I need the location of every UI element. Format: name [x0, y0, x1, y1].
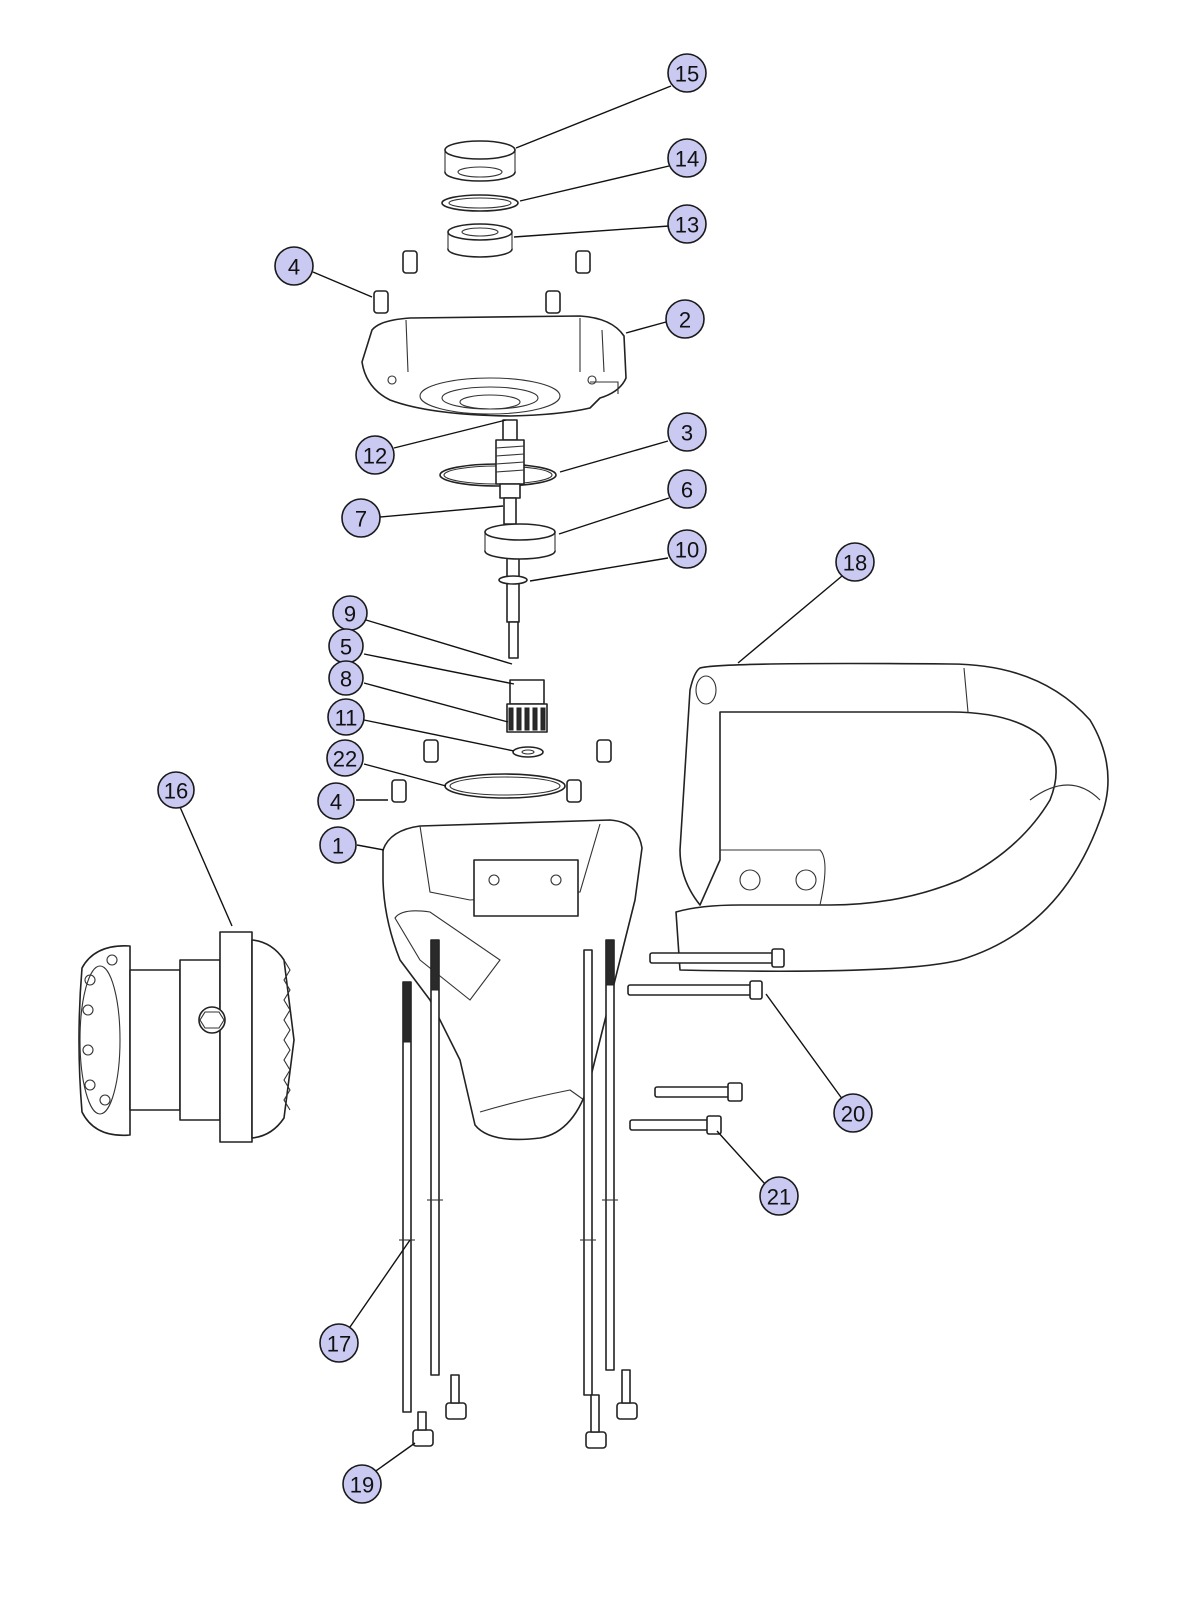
- callout-1: 1: [319, 826, 357, 864]
- callout-8: 8: [328, 660, 364, 696]
- part-handle-18: [675, 662, 1109, 973]
- svg-text:10: 10: [675, 538, 699, 563]
- callout-11: 11: [327, 698, 365, 736]
- part-sleeve-5: [509, 679, 545, 705]
- callout-19: 19: [342, 1464, 382, 1504]
- svg-text:17: 17: [327, 1332, 351, 1357]
- part-bolts-20: [627, 948, 785, 1000]
- svg-text:8: 8: [340, 667, 352, 692]
- leader-6: [558, 497, 670, 535]
- callout-20: 20: [833, 1093, 873, 1133]
- part-bolt-heads-19: [412, 1369, 638, 1449]
- callout-15: 15: [667, 53, 707, 93]
- leader-12: [393, 419, 507, 449]
- leader-lines: [179, 85, 844, 1474]
- part-dowel-pins-lower: [391, 739, 612, 803]
- leader-15: [515, 85, 672, 149]
- callout-6: 6: [667, 469, 707, 509]
- leader-9: [365, 619, 513, 665]
- svg-text:13: 13: [675, 213, 699, 238]
- callout-12: 12: [355, 435, 395, 475]
- callout-16: 16: [157, 771, 195, 809]
- svg-text:18: 18: [843, 551, 867, 576]
- part-bearing-6: [484, 523, 556, 560]
- leader-1: [356, 844, 385, 851]
- svg-text:11: 11: [335, 706, 358, 731]
- leader-10: [529, 557, 669, 582]
- leader-7: [379, 505, 504, 518]
- callout-9: 9: [332, 595, 368, 631]
- callout-4-lower: 4: [317, 782, 355, 820]
- part-snap-ring-10: [498, 575, 528, 585]
- part-drive-shaft: [495, 419, 525, 659]
- svg-text:2: 2: [679, 308, 691, 333]
- svg-text:19: 19: [350, 1473, 374, 1498]
- part-housing-cover-2: [361, 315, 627, 417]
- svg-text:15: 15: [675, 62, 699, 87]
- svg-text:1: 1: [332, 834, 344, 859]
- leader-18: [737, 575, 843, 664]
- leader-11: [363, 719, 515, 752]
- callout-21: 21: [759, 1176, 799, 1216]
- svg-text:9: 9: [344, 602, 356, 627]
- svg-text:16: 16: [164, 779, 188, 804]
- leader-17: [349, 1239, 411, 1328]
- svg-text:4: 4: [288, 255, 300, 280]
- leader-16: [179, 806, 233, 927]
- part-tie-rods-17: [399, 939, 618, 1413]
- leader-21: [716, 1130, 766, 1185]
- callout-4-upper: 4: [274, 246, 314, 286]
- leader-5: [363, 653, 515, 685]
- svg-text:22: 22: [333, 747, 357, 772]
- callout-14: 14: [667, 138, 707, 178]
- callout-17: 17: [319, 1323, 359, 1363]
- part-dowel-pins-upper: [373, 250, 591, 314]
- leader-3: [559, 440, 669, 473]
- part-motor-assembly-16: [78, 931, 295, 1143]
- part-bearing-13: [447, 223, 513, 258]
- leader-19: [372, 1442, 416, 1474]
- callout-7: 7: [341, 498, 381, 538]
- svg-text:12: 12: [363, 444, 387, 469]
- leader-14: [519, 165, 670, 202]
- part-washer-11: [512, 746, 544, 758]
- callout-2: 2: [665, 299, 705, 339]
- svg-text:20: 20: [841, 1102, 865, 1127]
- leader-8: [363, 682, 509, 723]
- callout-18: 18: [835, 542, 875, 582]
- part-ring-22: [444, 773, 566, 799]
- part-bearing-15: [444, 140, 516, 182]
- svg-text:3: 3: [681, 421, 693, 446]
- part-gear-housing-1: [382, 819, 643, 1141]
- callout-3: 3: [667, 412, 707, 452]
- callout-5: 5: [328, 628, 364, 664]
- part-ring-14: [441, 194, 519, 212]
- callout-13: 13: [667, 204, 707, 244]
- svg-text:7: 7: [355, 507, 367, 532]
- svg-text:4: 4: [330, 790, 342, 815]
- leader-20: [765, 993, 844, 1101]
- svg-text:21: 21: [767, 1185, 791, 1210]
- leader-4a: [312, 271, 373, 298]
- leader-13: [513, 225, 670, 238]
- part-gear-8: [506, 703, 548, 733]
- svg-text:14: 14: [675, 147, 699, 172]
- part-bolts-21: [629, 1082, 743, 1135]
- svg-text:6: 6: [681, 478, 693, 503]
- callout-22: 22: [326, 739, 364, 777]
- leader-2: [625, 321, 667, 334]
- svg-text:5: 5: [340, 635, 352, 660]
- leader-22: [363, 763, 447, 787]
- callout-10: 10: [667, 529, 707, 569]
